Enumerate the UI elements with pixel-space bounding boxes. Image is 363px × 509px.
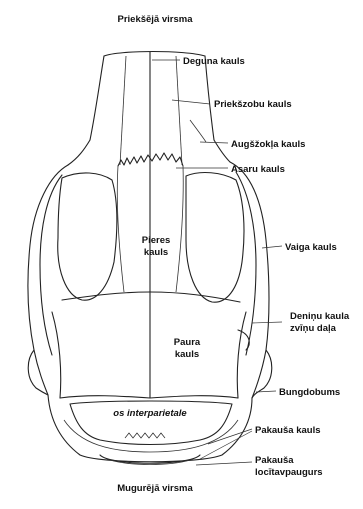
frontal-bone-label-line2: kauls: [144, 247, 168, 258]
label-bungdobums: Bungdobums: [279, 387, 340, 398]
zygomatic-arch-left: [28, 165, 68, 395]
label-deninu-line1: Deniņu kaula: [290, 311, 350, 322]
leader-pakausa-1: [208, 429, 252, 444]
lambdoid-suture: [60, 396, 238, 398]
parietal-bone-label-line1: Paura: [174, 337, 201, 348]
nasal-left-suture: [120, 56, 126, 165]
label-priekszobu: Priekšzobu kauls: [214, 99, 292, 110]
leader-lines: [152, 60, 282, 465]
leader-deninu: [252, 322, 282, 323]
leader-vaiga: [262, 246, 282, 248]
nasal-right-suture: [176, 56, 182, 165]
label-pakausa-line2: locītavpaugurs: [255, 467, 323, 478]
zygomatic-inner-right: [236, 172, 256, 355]
interparietal-label: os interparietale: [113, 408, 187, 419]
top-orientation-label: Priekšējā virsma: [117, 14, 193, 25]
leader-augszokla: [200, 142, 228, 143]
frontal-bone-label-line1: Pieres: [142, 235, 171, 246]
leader-pakausa-2: [200, 431, 252, 459]
label-asaru: Asaru kauls: [231, 164, 285, 175]
interparietal-wavy: [125, 433, 165, 438]
orbit-right: [186, 173, 244, 303]
parietal-bone-label-line2: kauls: [175, 349, 199, 360]
skull-outline: [28, 52, 272, 465]
label-vaiga: Vaiga kauls: [285, 242, 337, 253]
leader-pakausa-loc: [196, 462, 252, 465]
label-pakausa-kauls: Pakauša kauls: [255, 425, 321, 436]
coronal-suture: [62, 292, 240, 302]
bottom-orientation-label: Mugurējā virsma: [117, 483, 193, 494]
maxilla-right-notch: [190, 120, 206, 142]
premaxilla-left: [68, 140, 90, 165]
parietal-left: [52, 312, 61, 398]
label-deguna: Deguna kauls: [183, 56, 245, 67]
orbit-left: [58, 173, 117, 300]
label-augszokla: Augšžokļa kauls: [231, 139, 305, 150]
frontal-right-edge: [176, 166, 183, 292]
label-deninu-line2: zvīņu daļa: [290, 323, 337, 334]
label-pakausa-line1: Pakauša: [255, 455, 294, 466]
parietal-right: [237, 312, 246, 398]
leader-priekszobu: [172, 100, 210, 104]
frontal-left-edge: [117, 166, 124, 292]
zygomatic-arch-right: [230, 162, 269, 398]
